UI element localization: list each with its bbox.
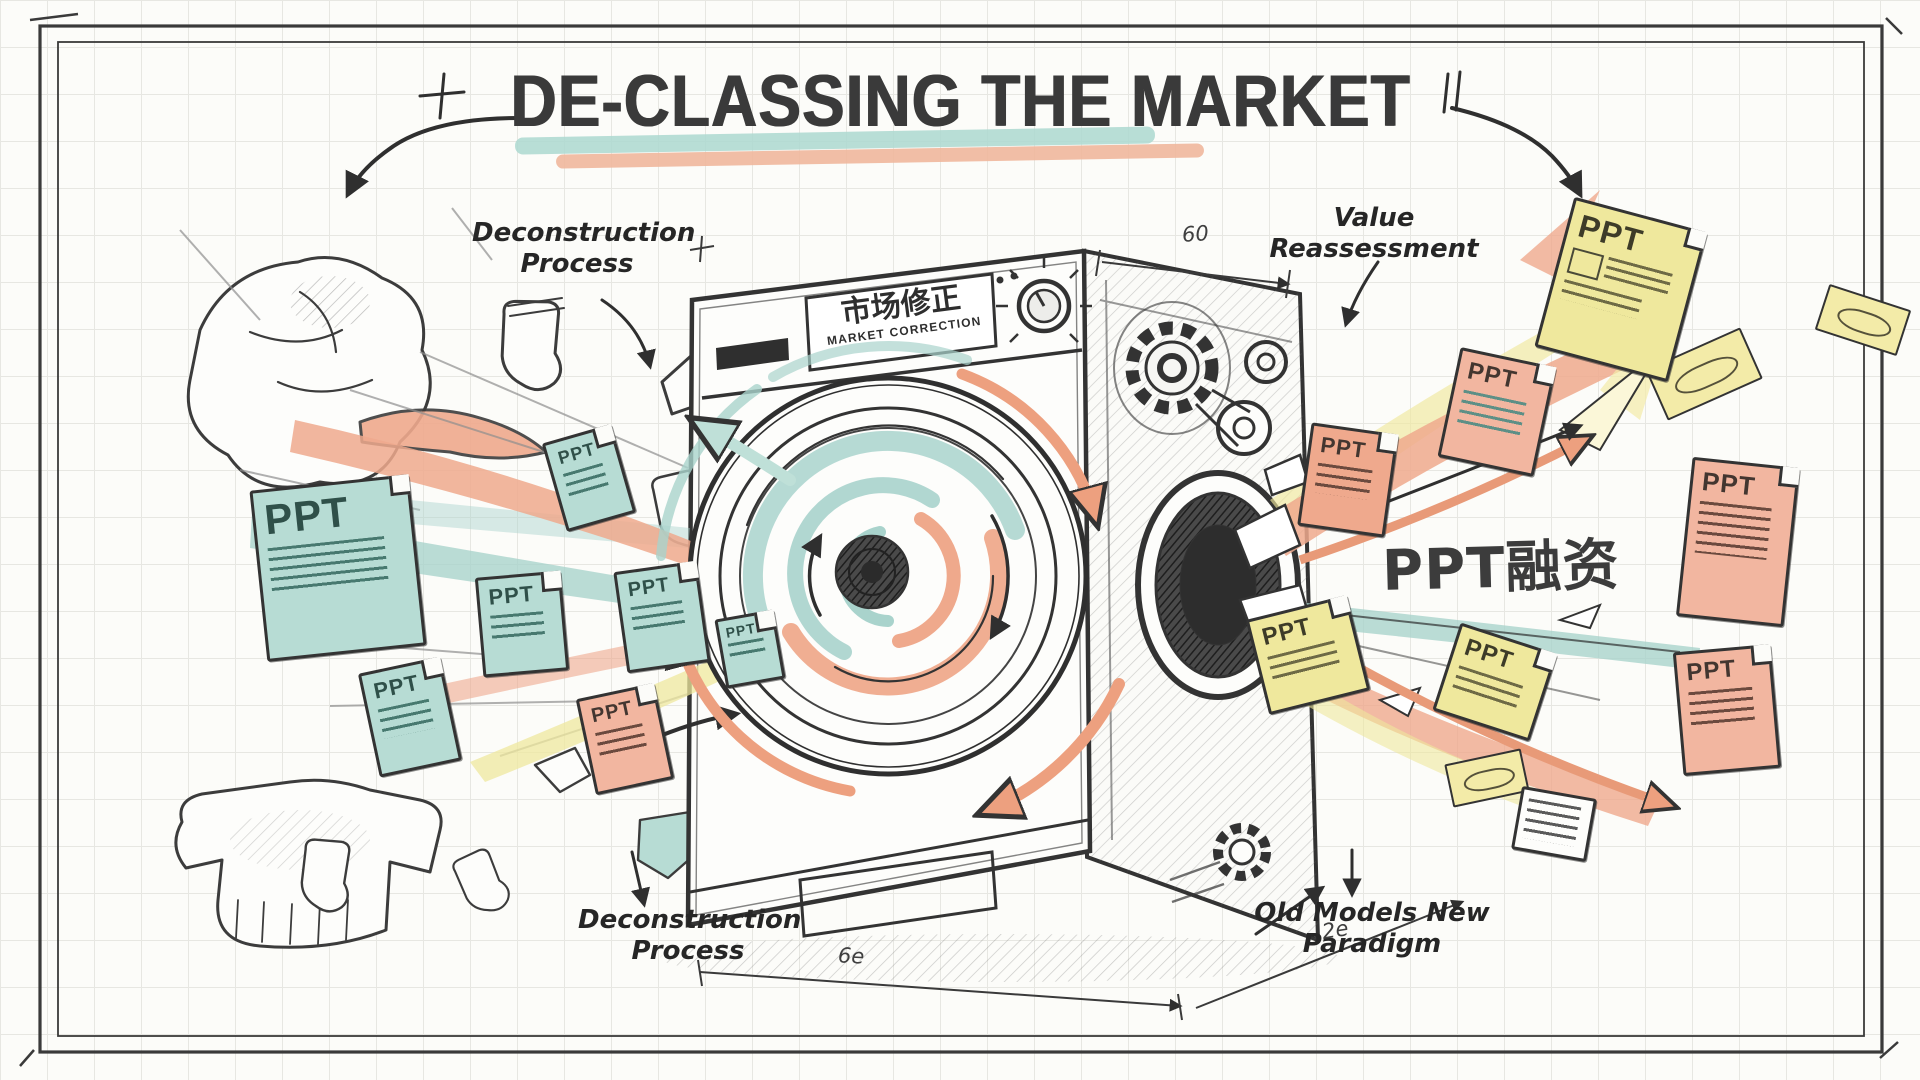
swirl-arrow-teal (696, 422, 796, 486)
ppt-document: PPT (714, 609, 786, 689)
label-deconstruction-bottom: Deconstruction Process (578, 905, 802, 966)
panel-slot (716, 338, 789, 370)
ppt-document: PPT (1675, 456, 1801, 628)
title-arrow-left (345, 116, 522, 199)
control-knob (996, 258, 1092, 343)
swirl-arc (768, 341, 972, 382)
value-arrow (1341, 260, 1380, 328)
title-underline-salmon (556, 143, 1204, 169)
detergent-drawer (798, 850, 998, 938)
ppt-document: PPT (1672, 643, 1782, 777)
dimension-top: 60 (1181, 221, 1210, 247)
pulley-icon (1194, 340, 1288, 456)
dimension-lines (689, 235, 1465, 1021)
title-arrow-right (1450, 106, 1583, 199)
ppt-document: PPT (249, 474, 427, 662)
registration-ticks (1442, 70, 1462, 114)
paper-scrap (1511, 785, 1597, 863)
old-models-arrow-up (1254, 885, 1326, 936)
label-value-reassessment: Value Reassessment (1269, 203, 1479, 264)
swirl-arrow (956, 368, 1096, 520)
label-deconstruction-top: Deconstruction Process (472, 218, 696, 279)
machine-door (656, 341, 1125, 812)
gear-icon (1169, 823, 1271, 904)
deconstruction-bottom-arrow (630, 850, 650, 908)
gear-icon (1113, 301, 1231, 435)
deconstruction-top-arrow (600, 298, 656, 370)
drum-swirl (742, 424, 1025, 696)
output-headline: PPT融资 (1381, 532, 1621, 604)
ppt-document: PPT (1297, 422, 1399, 538)
title-underline-teal (515, 126, 1155, 155)
sketch-frame (19, 12, 1903, 1067)
dimension-bottom-right: 2e (1320, 916, 1350, 944)
inflow-arrow (659, 704, 742, 738)
registration-cross (418, 72, 466, 120)
label-old-models: Old Models New Paradigm (1254, 898, 1490, 959)
dimension-bottom-left: 6e (837, 943, 865, 969)
swirl-arrow (984, 678, 1125, 812)
ppt-document: PPT (474, 570, 570, 678)
page-title: DE-CLASSING THE MARKET (509, 59, 1411, 143)
doc-lines (267, 536, 389, 596)
paper-scrap (533, 746, 702, 880)
fold-corner (388, 474, 411, 497)
ppt-document: PPT (613, 560, 711, 674)
floor-shadow (660, 934, 1340, 982)
sock-icon (492, 294, 572, 395)
